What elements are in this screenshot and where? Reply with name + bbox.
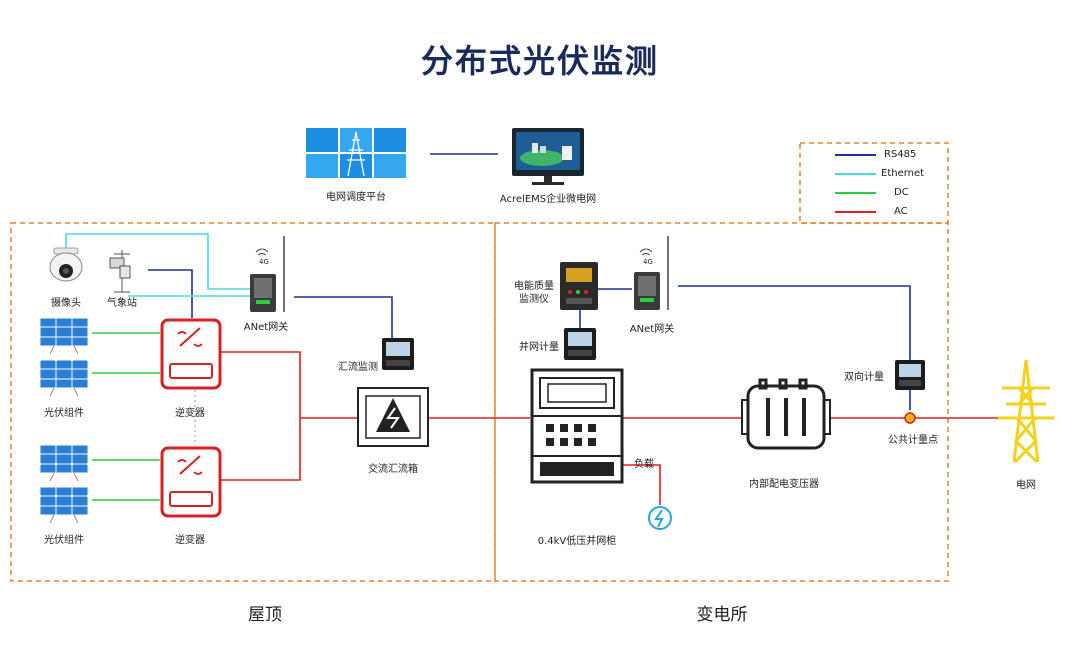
legend-ethernet-label: Ethernet	[881, 168, 925, 179]
anet-gateway-right-label: ANet网关	[629, 324, 675, 335]
ac-combiner-box-icon	[357, 387, 429, 447]
rs485-links	[148, 153, 911, 360]
camera-icon	[49, 247, 83, 282]
anet-gateway-left-label: ANet网关	[243, 322, 289, 333]
page-title: 分布式光伏监测	[420, 42, 659, 80]
public-metering-point-label: 公共计量点	[888, 435, 938, 446]
low-voltage-cabinet-label: 0.4kV低压并网柜	[537, 536, 617, 547]
grid-label: 电网	[1016, 480, 1036, 491]
power-quality-monitor-label-line1: 电能质量	[514, 281, 554, 292]
ac-combiner-box-label: 交流汇流箱	[368, 464, 418, 475]
rooftop-frame	[10, 222, 496, 582]
pv-module-bottom-label: 光伏组件	[44, 535, 84, 546]
inverter-top-icon	[160, 318, 222, 390]
grid-dispatch-screen	[306, 128, 406, 178]
public-metering-point-dot	[904, 412, 916, 424]
ac-links	[220, 351, 1000, 505]
substation-frame	[494, 222, 949, 582]
transmission-tower-icon	[998, 359, 1054, 464]
legend-ac-label: AC	[894, 206, 908, 217]
load-icon	[648, 506, 672, 530]
combiner-monitor-label: 汇流监测	[338, 362, 378, 373]
weather-station-icon	[109, 250, 131, 293]
anet-gateway-left	[250, 236, 285, 312]
signal-4g-right-label: 4G	[643, 258, 653, 266]
grid-dispatch-label: 电网调度平台	[326, 192, 386, 203]
region-rooftop-label: 屋顶	[248, 605, 282, 625]
legend-lines	[835, 154, 876, 213]
signal-4g-left-label: 4G	[259, 258, 269, 266]
grid-metering-label: 并网计量	[519, 342, 559, 353]
legend-rs485-label: RS485	[884, 149, 917, 160]
bidirectional-meter	[895, 360, 925, 390]
power-quality-monitor-icon	[560, 262, 598, 310]
weather-station-label: 气象站	[107, 298, 137, 309]
inverter-bottom-label: 逆变器	[175, 535, 205, 546]
grid-metering-meter	[564, 328, 596, 360]
bidirectional-meter-label: 双向计量	[844, 372, 884, 383]
legend-frame	[799, 142, 949, 224]
power-quality-monitor-label-line2: 监测仪	[519, 294, 549, 305]
internal-transformer-icon	[741, 378, 831, 450]
ethernet-links	[65, 233, 250, 297]
anet-gateway-right	[634, 236, 669, 310]
pv-module-top-label: 光伏组件	[44, 408, 84, 419]
combiner-monitor-meter	[382, 338, 414, 370]
legend-dc-label: DC	[894, 187, 909, 198]
acrel-ems-monitor	[512, 128, 584, 185]
low-voltage-cabinet-icon	[530, 368, 624, 484]
load-label: 负载	[634, 459, 654, 470]
internal-transformer-label: 内部配电变压器	[749, 479, 819, 490]
region-frames	[10, 142, 949, 582]
acrel-ems-label: AcrelEMS企业微电网	[499, 194, 597, 205]
dc-links	[92, 332, 160, 501]
camera-label: 摄像头	[51, 298, 81, 309]
region-substation-label: 变电所	[696, 605, 748, 625]
solar-panels	[39, 317, 89, 524]
inverter-top-label: 逆变器	[175, 408, 205, 419]
inverter-bottom-icon	[160, 446, 222, 518]
